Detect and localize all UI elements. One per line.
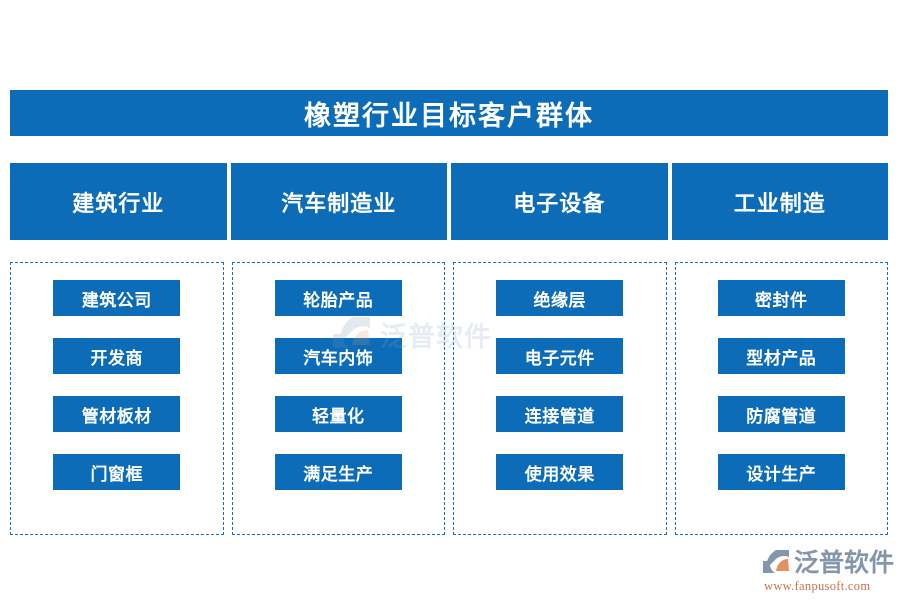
item-box[interactable]: 设计生产 [717, 454, 845, 490]
brand-logo-top: 泛普软件 [762, 548, 894, 578]
item-box[interactable]: 汽车内饰 [274, 338, 402, 374]
item-label: 管材板材 [81, 406, 152, 426]
item-box[interactable]: 密封件 [717, 280, 845, 316]
item-box[interactable]: 使用效果 [496, 454, 624, 490]
item-box[interactable]: 防腐管道 [717, 396, 845, 432]
fanpu-logo-icon [763, 550, 789, 573]
item-label: 开发商 [90, 348, 143, 368]
item-box[interactable]: 型材产品 [717, 338, 845, 374]
category-header-label: 建筑行业 [72, 190, 165, 216]
category-header-electronics[interactable]: 电子设备 [451, 163, 668, 240]
item-label: 绝缘层 [533, 290, 586, 310]
category-column-industrial: 密封件 型材产品 防腐管道 设计生产 [674, 262, 888, 535]
item-box[interactable]: 建筑公司 [53, 280, 181, 316]
diagram-title-bar: 橡塑行业目标客户群体 [10, 90, 888, 136]
category-columns-row: 建筑公司 开发商 管材板材 门窗框 轮胎产品 汽车内饰 轻量化 满足生 [10, 262, 888, 535]
item-box[interactable]: 电子元件 [496, 338, 624, 374]
item-label: 电子元件 [524, 348, 595, 368]
item-label: 轮胎产品 [303, 290, 374, 310]
brand-logo-url[interactable]: www.fanpusoft.com [764, 579, 871, 593]
item-label: 建筑公司 [81, 290, 152, 310]
item-label: 连接管道 [524, 406, 595, 426]
item-box[interactable]: 连接管道 [496, 396, 624, 432]
item-label: 汽车内饰 [303, 348, 374, 368]
category-header-industrial[interactable]: 工业制造 [671, 163, 888, 240]
item-box[interactable]: 满足生产 [274, 454, 402, 490]
item-label: 满足生产 [303, 464, 374, 484]
category-header-automotive[interactable]: 汽车制造业 [230, 163, 447, 240]
item-box[interactable]: 门窗框 [53, 454, 181, 490]
item-box[interactable]: 开发商 [53, 338, 181, 374]
item-box[interactable]: 轻量化 [274, 396, 402, 432]
item-label: 设计生产 [746, 464, 817, 484]
item-label: 型材产品 [746, 348, 817, 368]
item-label: 使用效果 [524, 464, 595, 484]
item-label: 门窗框 [90, 464, 143, 484]
page-title: 橡塑行业目标客户群体 [304, 100, 594, 131]
item-label: 密封件 [755, 290, 808, 310]
category-header-row: 建筑行业 汽车制造业 电子设备 工业制造 [10, 163, 888, 240]
item-label: 轻量化 [312, 406, 365, 426]
item-box[interactable]: 管材板材 [53, 396, 181, 432]
item-box[interactable]: 轮胎产品 [274, 280, 402, 316]
category-header-label: 工业制造 [733, 190, 826, 216]
category-header-label: 电子设备 [513, 190, 606, 216]
item-box[interactable]: 绝缘层 [496, 280, 624, 316]
item-label: 防腐管道 [746, 406, 817, 426]
brand-logo-name: 泛普软件 [794, 549, 895, 577]
category-header-construction[interactable]: 建筑行业 [10, 163, 227, 240]
category-column-construction: 建筑公司 开发商 管材板材 门窗框 [10, 262, 224, 535]
category-header-label: 汽车制造业 [281, 190, 397, 216]
brand-logo[interactable]: 泛普软件 www.fanpusoft.com [762, 548, 896, 594]
category-column-electronics: 绝缘层 电子元件 连接管道 使用效果 [453, 262, 667, 535]
category-column-automotive: 轮胎产品 汽车内饰 轻量化 满足生产 [231, 262, 445, 535]
